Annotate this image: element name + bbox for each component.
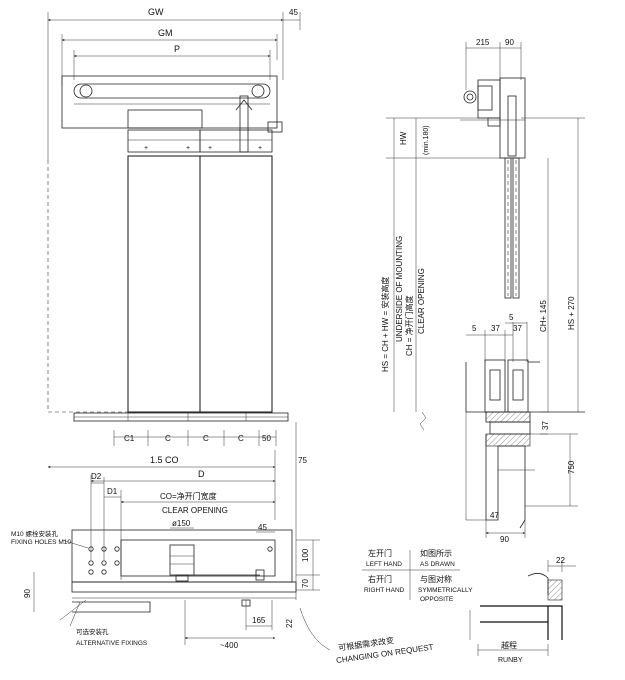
dim-5-left: 5: [472, 324, 477, 333]
side-view: 215 90 HW (min.180) HS = CH + HW = 安装高度 …: [380, 38, 585, 544]
svg-text:+: +: [258, 145, 262, 152]
label-co-cn: CO=净开门宽度: [160, 491, 217, 501]
dim-37-left: 37: [491, 324, 500, 333]
label-m10-cn: M10 螺栓安装孔: [11, 529, 58, 538]
dim-750: 750: [567, 460, 576, 474]
label-runby-en: RUNBY: [498, 657, 523, 664]
label-side-clear-opening: CLEAR OPENING: [417, 268, 426, 334]
dim-ch-145: CH+ 145: [539, 300, 548, 332]
dim-gw-extra: 45: [289, 8, 298, 17]
label-underside: UNDERSIDE OF MOUNTING: [395, 236, 404, 342]
fixing-holes-group: [88, 546, 120, 575]
dim-22-plan: 22: [285, 619, 294, 628]
label-alt-cn: 可选安装孔: [76, 627, 109, 636]
label-runby-cn: 越程: [501, 640, 517, 650]
dim-90-plan: 90: [23, 589, 32, 598]
dim-37-right: 37: [513, 324, 522, 333]
dim-70: 70: [301, 579, 310, 588]
dim-37-side: 37: [541, 421, 550, 430]
door-panel-left: [127, 155, 201, 413]
dim-c-a: C: [165, 434, 171, 443]
label-left-hand-en: LEFT HAND: [366, 561, 402, 568]
dim-47: 47: [490, 511, 499, 520]
label-alt-en: ALTERNATIVE FIXINGS: [76, 640, 148, 647]
label-clear-opening: CLEAR OPENING: [162, 506, 228, 515]
dim-d1: D1: [107, 487, 118, 496]
dim-c-b: C: [203, 434, 209, 443]
label-symmetric-en1: SYMMETRICALLY: [418, 587, 473, 594]
svg-text:+: +: [186, 145, 190, 152]
dim-5-right: 5: [509, 313, 514, 322]
dim-right-offset: 50: [262, 434, 271, 443]
dim-c1: C1: [124, 434, 135, 443]
label-left-hand-cn: 左开门: [368, 548, 392, 558]
dim-hs-270: HS + 270: [567, 296, 576, 330]
dim-d: D: [198, 469, 205, 479]
dim-215: 215: [476, 38, 490, 47]
dim-gw: GW: [148, 7, 164, 17]
dim-90-bottom: 90: [500, 535, 509, 544]
dim-runby-22: 22: [556, 556, 565, 565]
label-as-drawn-cn: 如图所示: [420, 548, 452, 558]
label-ch-cn: CH = 净开门高度: [404, 295, 414, 356]
label-symmetric-cn: 与图对称: [420, 574, 452, 584]
dim-gm: GM: [158, 28, 173, 38]
label-right-hand-cn: 右开门: [368, 574, 392, 584]
dim-c-c: C: [238, 434, 244, 443]
label-right-hand-en: RIGHT HAND: [364, 587, 405, 594]
dim-hw-min: (min.180): [423, 125, 430, 155]
label-symmetric-en2: OPPOSITE: [420, 596, 454, 603]
dim-dia-150: ø150: [172, 519, 191, 528]
svg-text:+: +: [144, 145, 148, 152]
dim-45: 45: [258, 523, 267, 532]
dim-90-top: 90: [505, 38, 514, 47]
front-view: GW 45 GM P + + + +: [47, 7, 307, 600]
dim-side-75: 75: [298, 456, 307, 465]
dim-approx-400: ~400: [220, 641, 239, 650]
label-hs-eq: HS = CH + HW = 安装高度: [380, 277, 390, 372]
label-as-drawn-en: AS DRAWN: [420, 561, 455, 568]
door-panel-right: [199, 155, 273, 413]
label-m10-en: FIXING HOLES M10: [11, 539, 71, 546]
dim-100: 100: [301, 548, 310, 562]
hand-legend: 左开门 LEFT HAND 如图所示 AS DRAWN 右开门 RIGHT HA…: [362, 548, 473, 603]
svg-text:+: +: [208, 145, 212, 152]
dim-hw: HW: [399, 131, 408, 145]
dim-d2: D2: [91, 472, 102, 481]
dim-p: P: [174, 44, 180, 54]
dim-one-five-co: 1.5 CO: [150, 455, 179, 465]
dim-165: 165: [252, 616, 266, 625]
runby-detail: 22 越程 RUNBY: [469, 556, 576, 664]
